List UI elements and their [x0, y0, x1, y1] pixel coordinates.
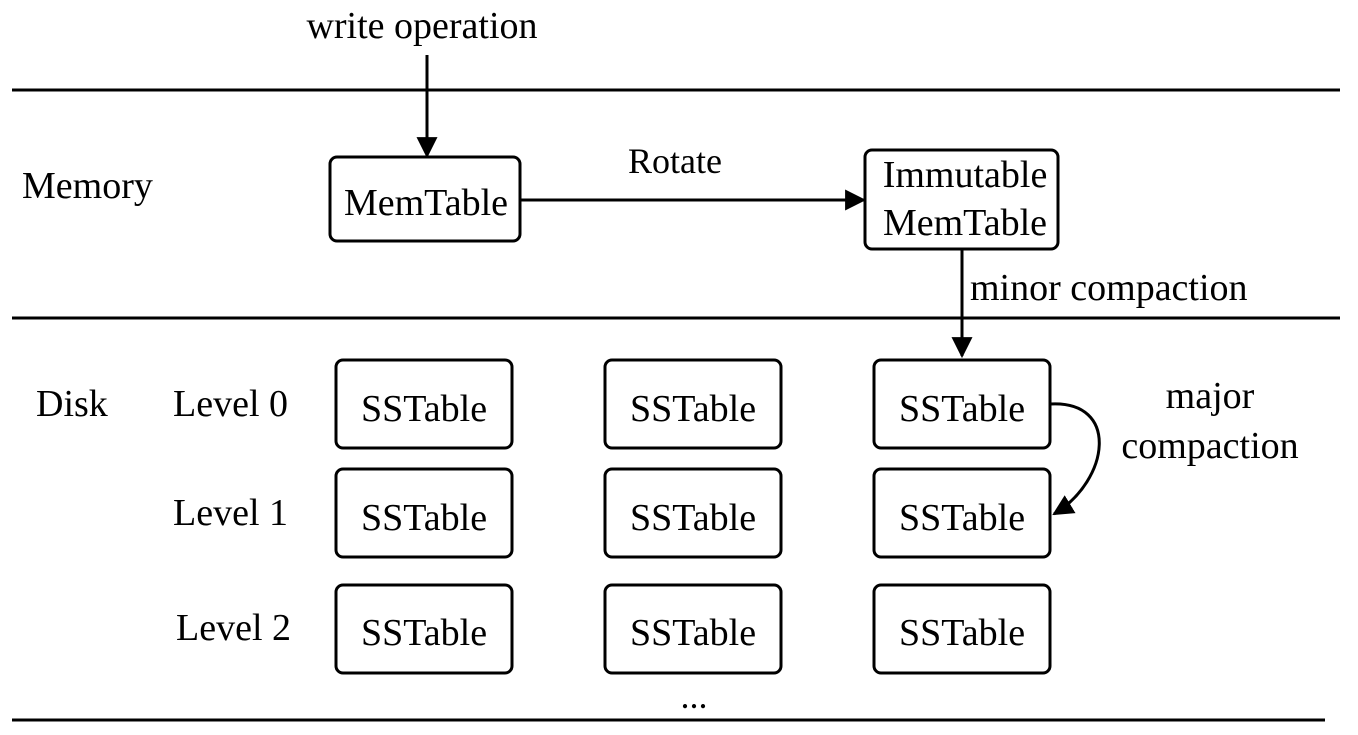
sstable-level0-col3: SSTable: [872, 358, 1052, 450]
sstable-level0-col2: SSTable: [603, 358, 783, 450]
sstable-label: SSTable: [361, 388, 487, 430]
write-operation-label: write operation: [306, 5, 537, 47]
immutable-memtable-box: Immutable MemTable: [863, 148, 1060, 251]
rotate-label: Rotate: [628, 141, 722, 181]
sstable-label: SSTable: [361, 612, 487, 654]
sstable-level0-col1: SSTable: [334, 358, 514, 450]
more-levels-ellipsis: ...: [681, 676, 708, 716]
sstable-label: SSTable: [899, 612, 1025, 654]
level-1-label: Level 1: [173, 492, 288, 534]
level-2-label: Level 2: [176, 607, 291, 649]
sstable-label: SSTable: [630, 388, 756, 430]
sstable-label: SSTable: [630, 612, 756, 654]
sstable-level2-col1: SSTable: [334, 583, 514, 675]
minor-compaction-label: minor compaction: [970, 267, 1248, 309]
immutable-memtable-label-line2: MemTable: [883, 202, 1047, 244]
memtable-label: MemTable: [344, 182, 508, 224]
disk-section-label: Disk: [36, 383, 108, 425]
sstable-level2-col2: SSTable: [603, 583, 783, 675]
sstable-label: SSTable: [899, 497, 1025, 539]
sstable-level1-col2: SSTable: [603, 467, 783, 559]
sstable-label: SSTable: [361, 497, 487, 539]
memtable-box: MemTable: [328, 155, 522, 243]
sstable-level1-col1: SSTable: [334, 467, 514, 559]
level-0-label: Level 0: [173, 383, 288, 425]
sstable-level1-col3: SSTable: [872, 467, 1052, 559]
sstable-label: SSTable: [899, 388, 1025, 430]
major-compaction-label-line2: compaction: [1121, 425, 1298, 467]
memory-section-label: Memory: [22, 165, 153, 207]
major-compaction-label-line1: major: [1166, 375, 1255, 417]
sstable-label: SSTable: [630, 497, 756, 539]
major-compaction-arrow: [1049, 402, 1101, 516]
immutable-memtable-label-line1: Immutable: [883, 154, 1048, 196]
sstable-level2-col3: SSTable: [872, 583, 1052, 675]
